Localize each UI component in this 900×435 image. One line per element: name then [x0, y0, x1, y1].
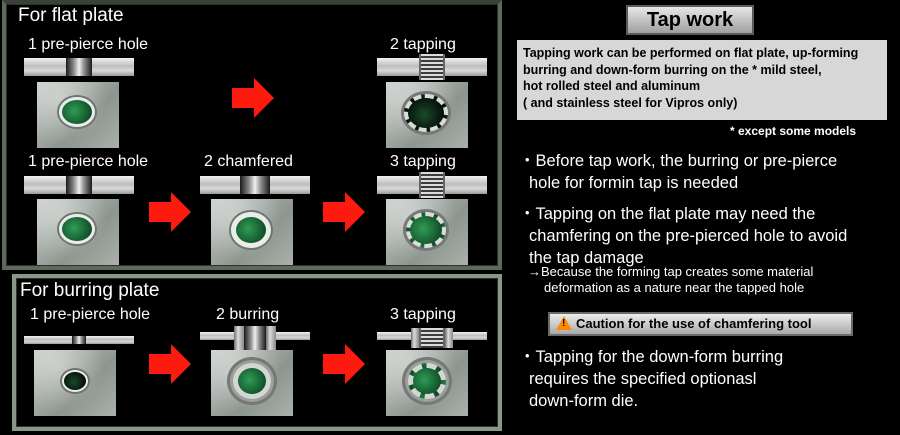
burring-section	[200, 326, 310, 352]
burring-tapping-section	[377, 328, 487, 352]
note-line: →Because the forming tap creates some ma…	[528, 264, 814, 279]
tap-work-title: Tap work	[626, 5, 754, 35]
bullet-line: ・Tapping for the down-form burring	[519, 348, 784, 366]
caution-chamfering-button[interactable]: ! Caution for the use of chamfering tool	[548, 312, 853, 336]
row2-step2-label: 2 chamfered	[204, 153, 293, 170]
bullet-line: down-form die.	[529, 392, 639, 410]
row2-step3-label: 3 tapping	[390, 153, 456, 170]
chamfered-section	[200, 176, 310, 194]
burring-step2-label: 2 burring	[216, 306, 280, 323]
pre-pierce-section	[24, 58, 134, 76]
intro-line: hot rolled steel and aluminum	[523, 79, 701, 93]
forming-tap-note: →Because the forming tap creates some ma…	[528, 264, 813, 296]
tapping-section	[377, 54, 487, 80]
burring-photo	[211, 350, 293, 416]
bullet-down-form: ・Tapping for the down-form burring requi…	[519, 346, 783, 412]
note-line: deformation as a nature near the tapped …	[544, 280, 805, 295]
caution-label: Caution for the use of chamfering tool	[576, 316, 812, 331]
tapping-photo	[386, 199, 468, 265]
pre-pierce-section	[24, 176, 134, 194]
flat-plate-title: For flat plate	[18, 5, 124, 26]
pre-pierce-photo	[37, 199, 119, 265]
bullet-line: requires the specified optionasl	[529, 370, 757, 388]
intro-line: burring and down-form burring on the * m…	[523, 62, 822, 77]
bullet-line: chamfering on the pre-pierced hole to av…	[529, 227, 848, 245]
bullet-line: ・Before tap work, the burring or pre-pie…	[519, 152, 838, 170]
burring-tapping-photo	[386, 350, 468, 416]
row1-step1-label: 1 pre-pierce hole	[28, 36, 149, 53]
intro-line: Tapping work can be performed on flat pl…	[523, 46, 859, 60]
pre-pierce-photo	[34, 350, 116, 416]
intro-box: Tapping work can be performed on flat pl…	[517, 40, 887, 120]
warning-icon: !	[556, 316, 572, 330]
pre-pierce-photo	[37, 82, 119, 148]
bullet-line: hole for formin tap is needed	[529, 174, 739, 192]
bullet-before-tap: ・Before tap work, the burring or pre-pie…	[519, 150, 837, 194]
tapping-section	[377, 172, 487, 198]
pre-pierce-section	[24, 336, 134, 346]
bullet-line: ・Tapping on the flat plate may need the	[519, 205, 816, 223]
burring-step3-label: 3 tapping	[390, 306, 456, 323]
burring-plate-title: For burring plate	[20, 280, 160, 301]
bullet-line: the tap damage	[529, 249, 644, 267]
row2-step1-label: 1 pre-pierce hole	[28, 153, 149, 170]
tapping-photo	[386, 82, 468, 148]
row1-step2-label: 2 tapping	[390, 36, 456, 53]
chamfered-photo	[211, 199, 293, 265]
bullet-flat-plate: ・Tapping on the flat plate may need the …	[519, 203, 847, 269]
except-note: * except some models	[730, 124, 857, 138]
intro-line: ( and stainless steel for Vipros only)	[523, 95, 738, 110]
burring-step1-label: 1 pre-pierce hole	[30, 306, 151, 323]
